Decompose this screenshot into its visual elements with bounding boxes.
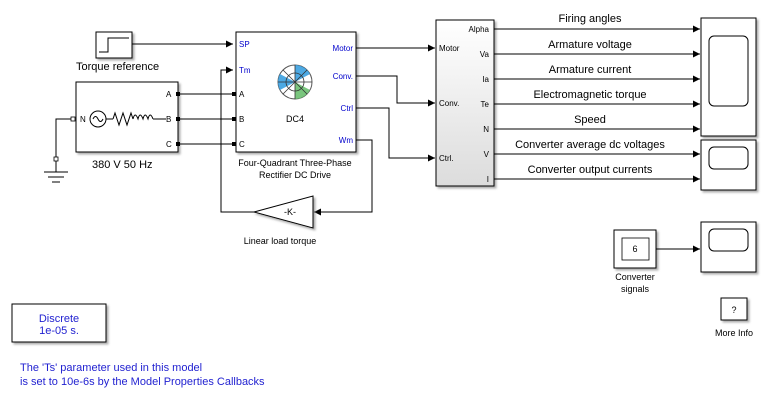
drive-port-b: B xyxy=(239,115,244,124)
gain-label: Linear load torque xyxy=(244,236,317,246)
torque-reference-label: Torque reference xyxy=(76,61,159,73)
converter-signals-label-1: Converter xyxy=(615,272,655,282)
gain-value: -K- xyxy=(284,207,296,217)
more-info-symbol: ? xyxy=(731,305,736,315)
signal-electromagnetic-torque: Electromagnetic torque xyxy=(533,89,646,101)
more-info-label: More Info xyxy=(715,328,753,338)
mux-out-ia: Ia xyxy=(482,75,489,84)
source-label: 380 V 50 Hz xyxy=(92,159,153,171)
signal-converter-voltages: Converter average dc voltages xyxy=(515,139,665,151)
wire-ctrl[interactable] xyxy=(356,107,435,162)
signal-armature-current: Armature current xyxy=(549,64,632,76)
wire-conv[interactable] xyxy=(356,75,435,107)
converter-signals-block[interactable] xyxy=(613,229,657,269)
note-line2: is set to 10e-6s by the Model Properties… xyxy=(20,376,265,388)
model-note: The 'Ts' parameter used in this model is… xyxy=(20,361,265,389)
drive-port-sp: SP xyxy=(239,40,250,49)
drive-port-tm: Tm xyxy=(239,66,251,75)
more-info-button[interactable] xyxy=(720,297,748,321)
drive-port-ctrl: Ctrl xyxy=(341,104,354,113)
linear-load-torque-gain[interactable] xyxy=(252,195,314,229)
mux-out-te: Te xyxy=(481,100,490,109)
drive-caption-line1: Four-Quadrant Three-Phase xyxy=(238,158,351,168)
mux-out-alpha: Alpha xyxy=(469,25,490,34)
drive-port-wm: Wm xyxy=(339,136,354,145)
signal-converter-currents: Converter output currents xyxy=(528,164,653,176)
source-port-a: A xyxy=(166,90,172,99)
converter-signals-value: 6 xyxy=(632,244,637,254)
discrete-line1: Discrete xyxy=(39,313,79,325)
converter-signals-label-2: signals xyxy=(621,284,650,294)
drive-port-a: A xyxy=(239,90,245,99)
ground-icon[interactable] xyxy=(44,118,71,183)
note-line1: The 'Ts' parameter used in this model xyxy=(20,362,203,374)
drive-port-c: C xyxy=(239,140,245,149)
wire-wm-feedback[interactable] xyxy=(314,139,373,216)
signal-armature-voltage: Armature voltage xyxy=(548,39,632,51)
source-port-b: B xyxy=(166,115,171,124)
bus-selector-block[interactable] xyxy=(435,19,495,187)
mux-out-n: N xyxy=(483,125,489,134)
ac-source-block[interactable] xyxy=(75,81,179,153)
mux-in-conv: Conv. xyxy=(439,99,459,108)
scope-converter-status[interactable] xyxy=(700,221,757,273)
wire-gain-to-tm[interactable] xyxy=(220,66,254,213)
mux-out-v: V xyxy=(484,150,490,159)
mux-out-i: I xyxy=(487,175,489,184)
signal-firing-angles: Firing angles xyxy=(559,13,622,25)
mux-out-va: Va xyxy=(480,50,490,59)
discrete-line2: 1e-05 s. xyxy=(39,325,79,337)
dc4-drive-block[interactable] xyxy=(235,31,357,153)
source-port-n: N xyxy=(80,115,86,124)
powergui-discrete-block[interactable] xyxy=(11,303,107,343)
source-port-c: C xyxy=(166,140,172,149)
signal-speed: Speed xyxy=(574,114,606,126)
drive-port-conv: Conv. xyxy=(333,72,353,81)
drive-port-motor: Motor xyxy=(333,44,354,53)
mux-in-motor: Motor xyxy=(439,44,460,53)
drive-label: DC4 xyxy=(286,114,304,124)
drive-caption-line2: Rectifier DC Drive xyxy=(259,170,331,180)
torque-reference-block[interactable] xyxy=(95,31,133,59)
scope-converter-signals[interactable] xyxy=(700,139,757,191)
scope-drive-signals[interactable] xyxy=(700,17,757,137)
mux-in-ctrl: Ctrl. xyxy=(439,154,454,163)
